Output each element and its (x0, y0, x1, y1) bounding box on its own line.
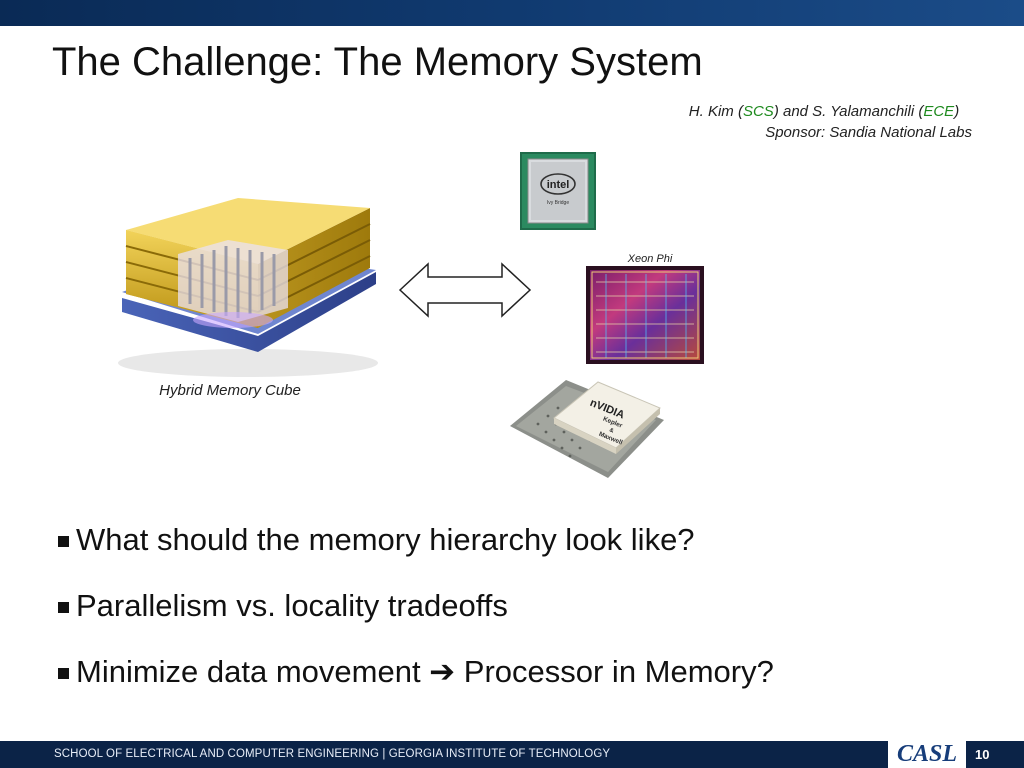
hybrid-memory-cube-image (118, 198, 378, 377)
footer-institution-text: SCHOOL OF ELECTRICAL AND COMPUTER ENGINE… (54, 748, 611, 760)
scs-label: SCS (742, 103, 774, 120)
xeon-phi-die-image (586, 266, 704, 364)
double-arrow-icon (398, 262, 532, 318)
intel-ivy-bridge-chip-image: intel Ivy Bridge (520, 152, 596, 230)
nvidia-kepler-maxwell-chip-image: nVIDIA Kepler & Maxwell (510, 380, 664, 478)
bullet-list: What should the memory hierarchy look li… (58, 515, 774, 713)
bullet-item: Parallelism vs. locality tradeoffs (58, 581, 774, 647)
footer-bar: SCHOOL OF ELECTRICAL AND COMPUTER ENGINE… (0, 741, 1024, 768)
bullet-item: Minimize data movement ➔ Processor in Me… (58, 647, 774, 713)
intel-logo-text: intel (547, 179, 570, 191)
hmc-caption: Hybrid Memory Cube (159, 382, 301, 399)
square-bullet-icon (58, 536, 69, 547)
credits-line-1: H. Kim (SCS) and S. Yalamanchili (ECE) (688, 103, 960, 120)
sponsor-line: Sponsor: Sandia National Labs (765, 124, 972, 141)
ece-label: ECE (923, 103, 955, 120)
page-number: 10 (975, 747, 990, 762)
top-header-bar (0, 0, 1024, 26)
slide-title: The Challenge: The Memory System (52, 40, 703, 84)
bullet-item: What should the memory hierarchy look li… (58, 515, 774, 581)
credits-block: H. Kim (SCS) and S. Yalamanchili (ECE) S… (644, 101, 1004, 143)
nvidia-amp-text: & (608, 427, 615, 434)
square-bullet-icon (58, 668, 69, 679)
casl-logo: CASL (888, 741, 966, 768)
intel-sub-text: Ivy Bridge (547, 200, 569, 206)
square-bullet-icon (58, 602, 69, 613)
casl-logo-text: CASL (896, 741, 958, 767)
xeon-phi-caption: Xeon Phi (627, 253, 673, 265)
